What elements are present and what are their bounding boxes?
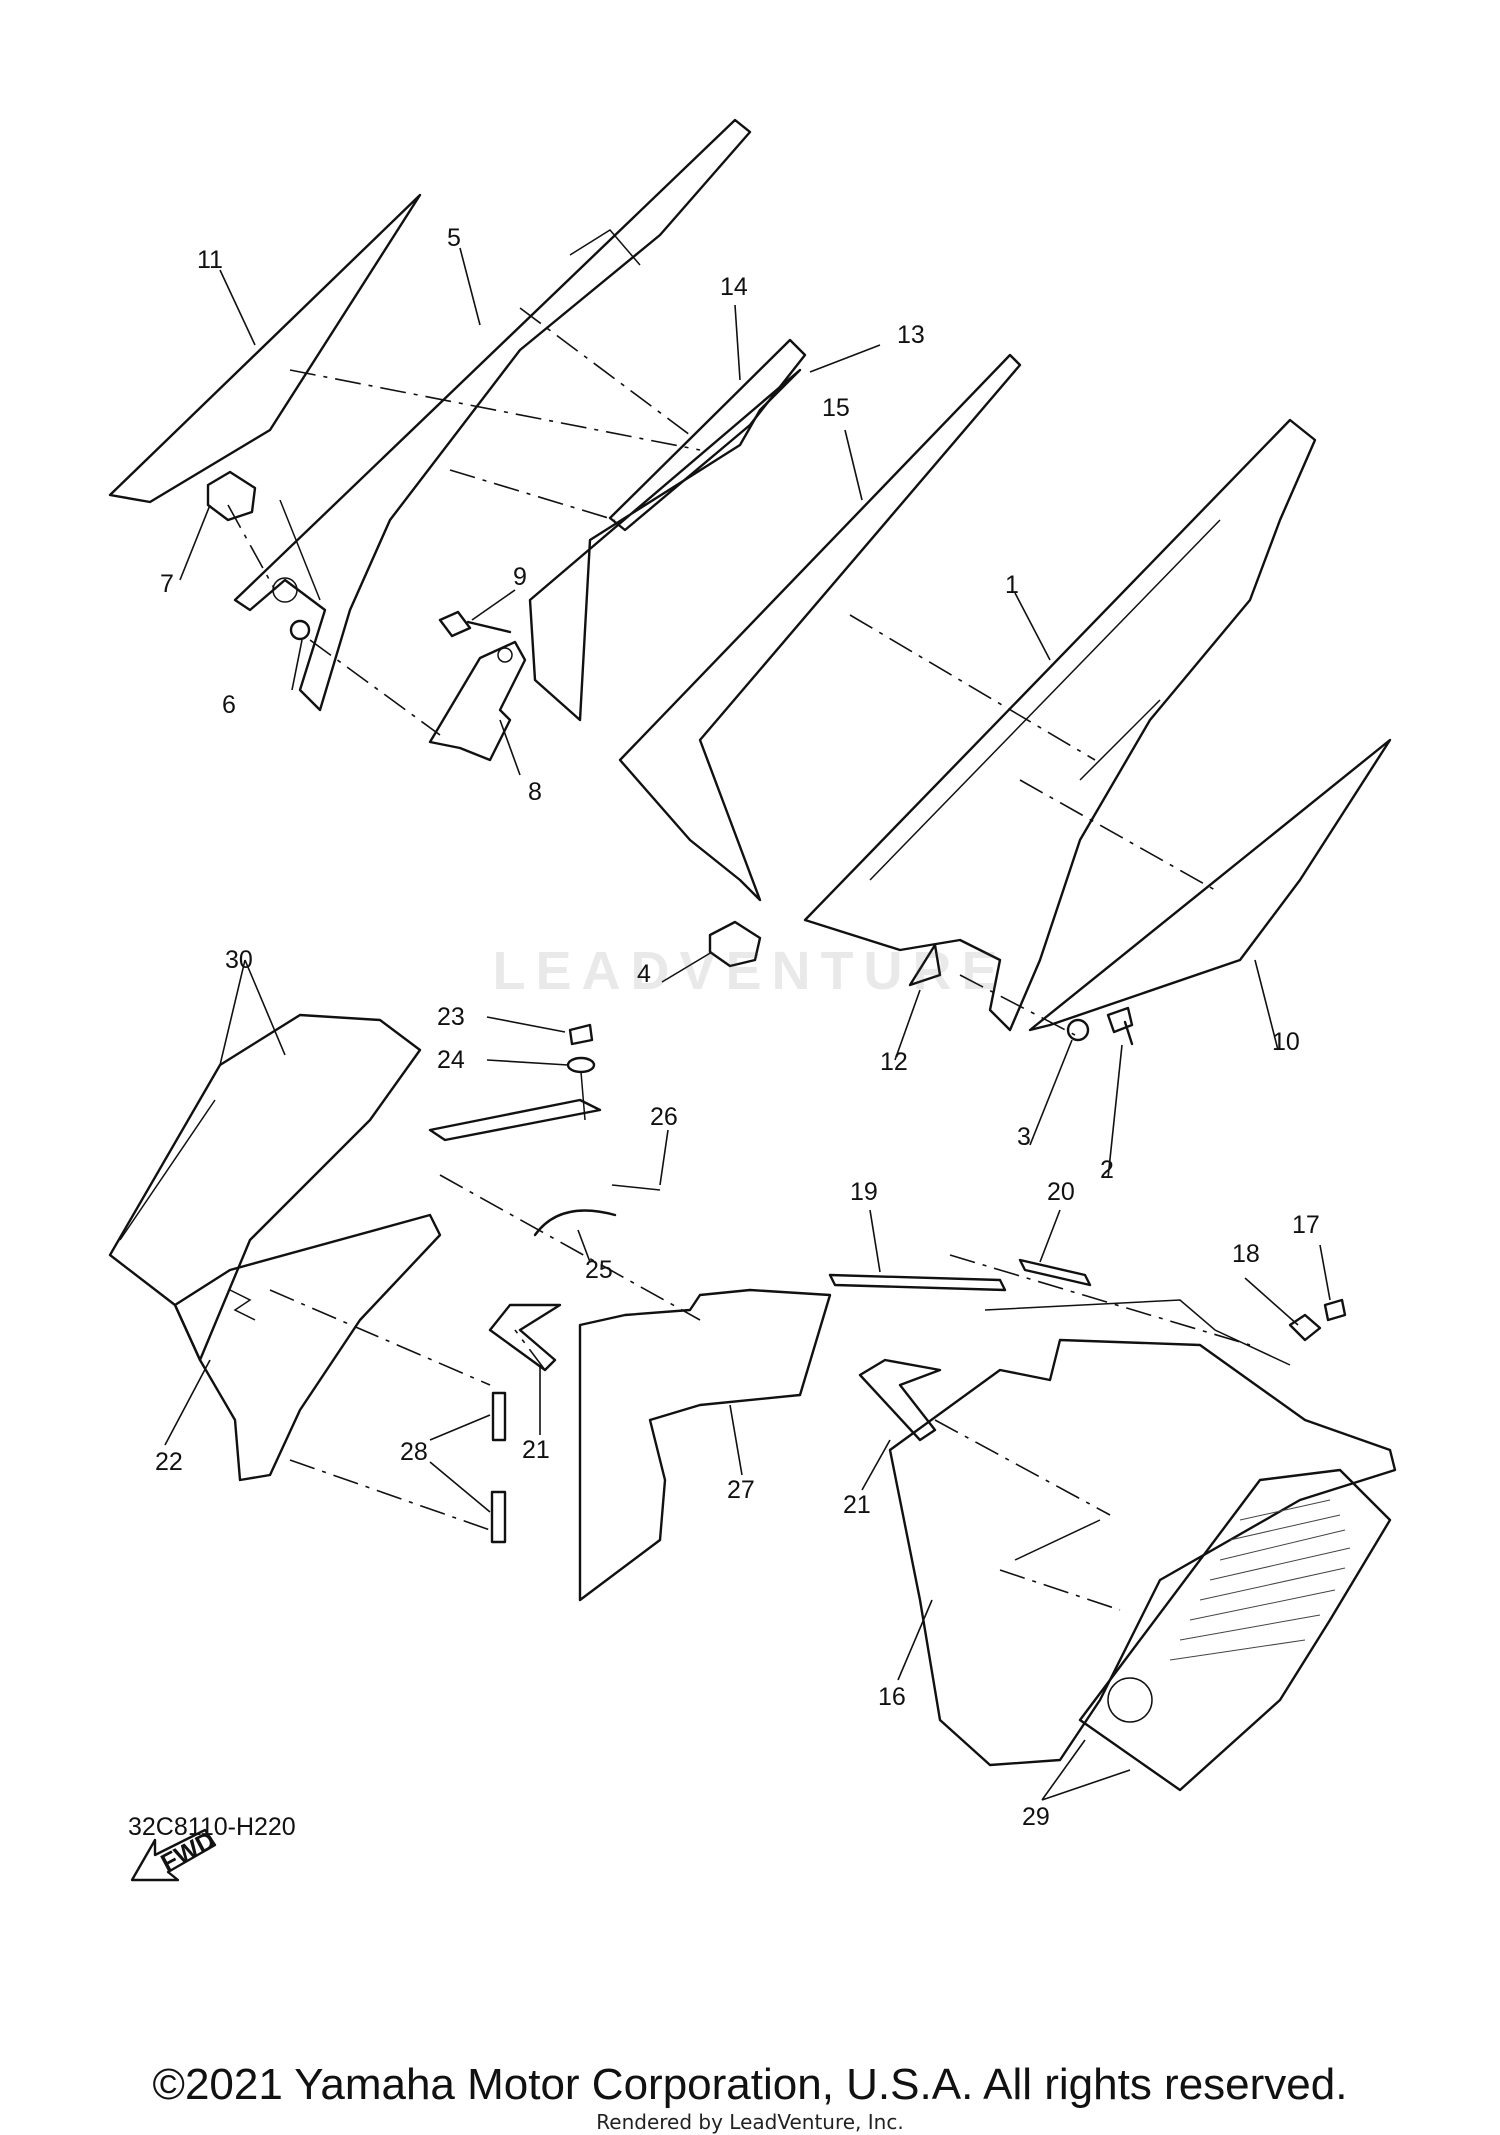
callout-28: 28 bbox=[400, 1438, 428, 1466]
callout-24: 24 bbox=[437, 1046, 465, 1074]
part-18-collar bbox=[1288, 1313, 1322, 1342]
yamaha-emblem bbox=[1107, 1677, 1153, 1723]
part-26-strip bbox=[428, 1098, 602, 1142]
callout-4: 4 bbox=[637, 960, 651, 988]
part-29-side-graphic bbox=[1078, 1468, 1392, 1792]
callout-16: 16 bbox=[878, 1683, 906, 1711]
callout-18: 18 bbox=[1232, 1240, 1260, 1268]
part-10-side-graphic bbox=[1028, 738, 1392, 1032]
part-9-screw bbox=[438, 610, 512, 638]
part-12-tab bbox=[908, 943, 942, 987]
callout-21-right: 21 bbox=[843, 1491, 871, 1519]
part-23-screw bbox=[568, 1023, 594, 1046]
callout-30: 30 bbox=[225, 946, 253, 974]
callout-21-left: 21 bbox=[522, 1436, 550, 1464]
callout-5: 5 bbox=[447, 224, 461, 252]
render-credit: Rendered by LeadVenture, Inc. bbox=[596, 2110, 904, 2134]
part-19-strip bbox=[828, 1273, 1007, 1292]
part-3-washer bbox=[1066, 1018, 1090, 1042]
callout-8: 8 bbox=[528, 778, 542, 806]
part-21-clip-right bbox=[858, 1358, 942, 1442]
leader-lines bbox=[164, 247, 1331, 1801]
part-7-grommet bbox=[206, 470, 257, 522]
callout-14: 14 bbox=[720, 273, 748, 301]
part-16-right-cowl bbox=[888, 1338, 1397, 1767]
part-25-clip bbox=[533, 1209, 617, 1237]
callout-11: 11 bbox=[197, 246, 223, 274]
callout-9: 9 bbox=[513, 563, 527, 591]
callout-13: 13 bbox=[897, 321, 925, 349]
part-1-side-cover bbox=[803, 418, 1317, 1032]
part-28-tape-b bbox=[490, 1490, 507, 1544]
part-28-tape-a bbox=[491, 1391, 507, 1442]
part-4-grommet bbox=[708, 920, 762, 968]
part-8-bracket bbox=[428, 640, 527, 762]
callout-7: 7 bbox=[160, 570, 174, 598]
part-6-bolt bbox=[289, 619, 311, 641]
callout-12: 12 bbox=[880, 1048, 908, 1076]
part-5-side-cover-bracket bbox=[233, 118, 752, 712]
callout-25: 25 bbox=[585, 1256, 613, 1284]
graphic-29-hatching bbox=[1169, 1499, 1351, 1661]
callout-3: 3 bbox=[1017, 1123, 1031, 1151]
callout-19: 19 bbox=[850, 1178, 878, 1206]
callout-20: 20 bbox=[1047, 1178, 1075, 1206]
part-24-washer bbox=[566, 1056, 596, 1074]
callout-23: 23 bbox=[437, 1003, 465, 1031]
part-13-panel bbox=[618, 353, 1022, 902]
callout-15: 15 bbox=[822, 394, 850, 422]
part-14-trim-strip bbox=[608, 338, 807, 532]
copyright-notice: ©2021 Yamaha Motor Corporation, U.S.A. A… bbox=[152, 2060, 1348, 2109]
part-15-inner-panel bbox=[528, 368, 802, 722]
callout-29: 29 bbox=[1022, 1803, 1050, 1831]
part-27-panel bbox=[578, 1288, 832, 1602]
callout-6: 6 bbox=[222, 691, 236, 719]
callout-labels: 1 2 3 4 5 6 7 8 9 10 11 12 13 14 15 16 1… bbox=[155, 224, 1320, 1831]
diagram-code: 32C8110-H220 bbox=[128, 1813, 296, 1841]
callout-27: 27 bbox=[727, 1476, 755, 1504]
callout-26: 26 bbox=[650, 1103, 678, 1131]
callout-1: 1 bbox=[1005, 571, 1019, 599]
callout-22: 22 bbox=[155, 1448, 183, 1476]
part-22-cowl-inner bbox=[173, 1213, 442, 1482]
part-2-bolt bbox=[1106, 1006, 1134, 1046]
part-21-clip-left bbox=[488, 1303, 562, 1372]
callout-17: 17 bbox=[1292, 1211, 1320, 1239]
part-11-upper-graphic bbox=[108, 193, 422, 504]
callout-2: 2 bbox=[1100, 1156, 1114, 1184]
part-20-strip bbox=[1018, 1258, 1092, 1287]
part-17-bolt bbox=[1323, 1298, 1347, 1322]
callout-10: 10 bbox=[1272, 1028, 1300, 1056]
